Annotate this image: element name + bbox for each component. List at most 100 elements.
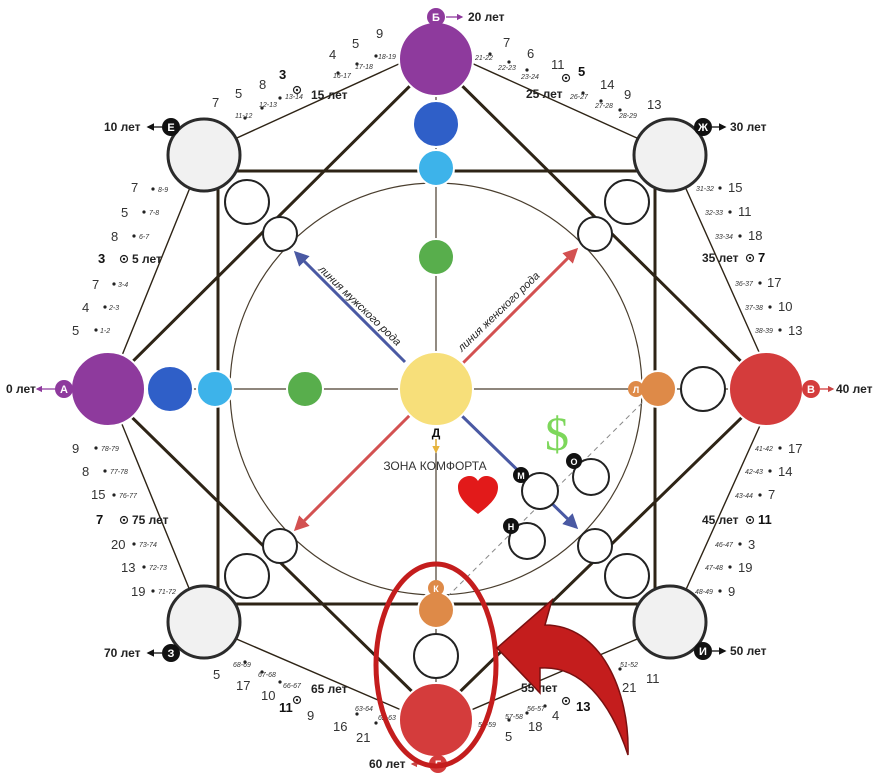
marker-55-dot xyxy=(564,699,568,703)
year-ranges: 1-2 5 2-3 4 3-4 7 6-7 8 7-8 5 8-9 7 11-1… xyxy=(72,26,802,745)
circle-zh xyxy=(632,117,708,193)
marker-75-dot xyxy=(122,518,126,522)
range-71: 71-72 xyxy=(158,589,176,596)
range-23: 23-24 xyxy=(520,74,539,81)
value-23: 11 xyxy=(551,57,565,72)
marker-65-dot xyxy=(295,698,299,702)
circle-blue-left xyxy=(146,365,194,413)
dot-68 xyxy=(243,660,247,664)
female-line-arrow-down xyxy=(293,413,412,532)
range-11: 11-12 xyxy=(235,113,252,120)
dot-57 xyxy=(525,711,529,715)
mid-circle-se xyxy=(604,553,650,599)
value-1: 5 xyxy=(72,323,79,338)
value-3: 7 xyxy=(92,277,99,292)
age-45: 45 лет xyxy=(702,513,739,527)
value-26: 14 xyxy=(600,77,614,92)
value-41: 17 xyxy=(788,441,802,456)
dot-78 xyxy=(94,446,98,450)
range-72: 72-73 xyxy=(149,565,167,572)
value-68: 5 xyxy=(213,667,220,682)
age-65: 65 лет xyxy=(311,682,348,696)
mid-circle-nw xyxy=(224,179,270,225)
value-48: 9 xyxy=(728,584,735,599)
dot-73 xyxy=(132,542,136,546)
range-2: 2-3 xyxy=(108,305,119,312)
dot-16 xyxy=(336,71,340,75)
dot-56 xyxy=(543,704,547,708)
dot-62 xyxy=(374,721,378,725)
range-31: 31-32 xyxy=(696,186,714,193)
range-26: 26-27 xyxy=(569,94,589,101)
circle-m xyxy=(521,472,559,510)
dot-41 xyxy=(778,446,782,450)
value-66: 10 xyxy=(261,688,275,703)
comfort-zone-label: ЗОНА КОМФОРТА xyxy=(383,459,486,473)
dot-17 xyxy=(355,62,359,66)
range-63: 63-64 xyxy=(355,706,373,713)
badge-b-bg xyxy=(427,8,445,26)
mid-circle-sw xyxy=(224,553,270,599)
dot-1 xyxy=(94,328,98,332)
mid-age-markers: 5 лет 3 15 лет 3 25 лет 5 35 лет 7 45 ле… xyxy=(96,64,772,715)
range-33: 33-34 xyxy=(715,234,733,241)
dot-28 xyxy=(618,108,622,112)
circle-z xyxy=(166,584,242,660)
badge-l: Л xyxy=(633,385,639,395)
value-28: 13 xyxy=(647,97,661,112)
badge-k: К xyxy=(433,584,439,594)
value-33: 18 xyxy=(748,228,762,243)
heart-icon xyxy=(458,476,498,514)
connector-circles xyxy=(224,179,726,679)
dot-6 xyxy=(132,234,136,238)
badge-o: О xyxy=(570,457,577,467)
marker-15-dot xyxy=(295,88,299,92)
value-76: 15 xyxy=(91,487,105,502)
range-73: 73-74 xyxy=(139,542,157,549)
corner-circles xyxy=(166,117,708,660)
range-36: 36-37 xyxy=(735,281,754,288)
range-27: 27-28 xyxy=(594,103,613,110)
dollar-icon: $ xyxy=(545,408,569,461)
value-56: 4 xyxy=(552,708,559,723)
value-75: 7 xyxy=(96,512,103,527)
dot-38 xyxy=(778,328,782,332)
dot-66 xyxy=(278,680,282,684)
range-22: 22-23 xyxy=(497,65,516,72)
range-68: 68-69 xyxy=(233,662,251,669)
value-43: 7 xyxy=(768,487,775,502)
circle-e xyxy=(166,117,242,193)
circle-green-left xyxy=(286,370,324,408)
inner-circle-se xyxy=(577,528,613,564)
value-77: 8 xyxy=(82,464,89,479)
value-58: 5 xyxy=(505,729,512,744)
dot-2 xyxy=(103,305,107,309)
value-72: 13 xyxy=(121,560,135,575)
circle-green-top xyxy=(417,238,455,276)
value-65: 11 xyxy=(279,700,293,715)
badge-i-bg xyxy=(694,642,712,660)
range-41: 41-42 xyxy=(755,446,773,453)
circle-g xyxy=(398,682,474,758)
inner-circle-ne xyxy=(577,216,613,252)
dot-77 xyxy=(103,469,107,473)
dot-12 xyxy=(260,106,264,110)
value-21: 7 xyxy=(503,35,510,50)
value-47: 19 xyxy=(738,560,752,575)
dot-37 xyxy=(768,305,772,309)
badge-v: В xyxy=(807,384,815,396)
range-38: 38-39 xyxy=(755,328,773,335)
value-15: 3 xyxy=(279,67,286,82)
badge-b: Б xyxy=(432,12,440,24)
value-73: 20 xyxy=(111,537,125,552)
value-51: 11 xyxy=(646,671,660,686)
value-7: 5 xyxy=(121,205,128,220)
badge-e: Е xyxy=(167,122,174,134)
dot-48 xyxy=(718,589,722,593)
badge-v-bg xyxy=(802,380,820,398)
value-16: 4 xyxy=(329,47,336,62)
badge-z-bg xyxy=(162,644,180,662)
value-5: 3 xyxy=(98,251,105,266)
range-46: 46-47 xyxy=(715,542,734,549)
dot-27 xyxy=(599,99,603,103)
